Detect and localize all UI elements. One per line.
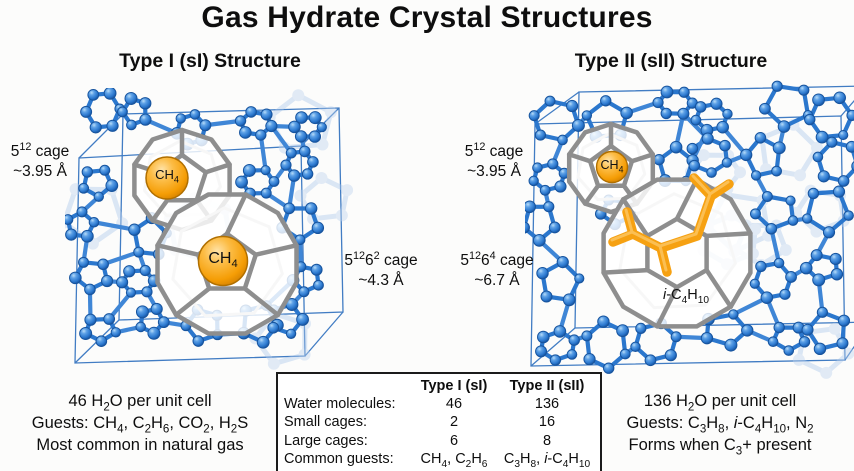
row-type2-value: 16 [538, 414, 556, 431]
type2-large-cage-guest-molecule [608, 173, 734, 277]
type2-summary-line: Guests: C3H8, i-C4H10, N2 [626, 414, 814, 436]
row-type1-value: CH4, C2H6 [420, 450, 488, 470]
row-label: Water molecules: [284, 396, 396, 413]
figure-title: Gas Hydrate Crystal Structures [201, 1, 653, 34]
type2-large-guest-label: i-C4H10 [663, 287, 709, 306]
table-row: Small cages: 2 16 [284, 413, 596, 431]
row-type1-value: 46 [445, 396, 463, 413]
row-type1-value: 2 [449, 414, 459, 431]
type1-small-guest-label: CH4 [155, 167, 179, 185]
type1-large-cage-guest-sphere [197, 235, 249, 287]
row-label: Large cages: [284, 432, 368, 449]
type2-small-cage-label: 512 cage~3.95 Å [464, 140, 524, 180]
type2-summary-line: 136 H2O per unit cell [643, 392, 797, 414]
table-row: Large cages: 6 8 [284, 432, 596, 450]
header-blank [284, 377, 410, 395]
row-label: Small cages: [284, 414, 368, 431]
type1-small-cage-label: 512 cage~3.95 Å [10, 140, 70, 180]
type2-structure-image [525, 80, 854, 379]
comparison-table: Type I (sI) Type II (sII) Water molecule… [276, 372, 602, 471]
type1-subtitle: Type I (sI) Structure [119, 50, 301, 72]
table-header-row: Type I (sI) Type II (sII) [284, 377, 596, 395]
type2-small-guest-label: CH4 [600, 158, 624, 175]
type1-large-cage-label: 51262 cage~4.3 Å [344, 249, 418, 289]
type2-summary-line: Forms when C3+ present [628, 436, 812, 458]
header-type1: Type I (sI) [420, 378, 488, 394]
type1-large-guest-label: CH4 [208, 250, 238, 271]
type2-summary: 136 H2O per unit cell Guests: C3H8, i-C4… [594, 390, 846, 458]
type2-large-cage-label: 51264 cage~6.7 Å [460, 249, 534, 289]
table-row: Common guests: CH4, C2H6 C3H8, i-C4H10 [284, 450, 596, 470]
type1-summary-line: 46 H2O per unit cell [68, 392, 212, 414]
row-type2-value: 8 [542, 432, 552, 449]
type1-summary-line: Most common in natural gas [36, 436, 244, 454]
row-type1-value: 6 [449, 432, 459, 449]
type1-summary-line: Guests: CH4, C2H6, CO2, H2S [31, 414, 249, 436]
type1-summary: 46 H2O per unit cell Guests: CH4, C2H6, … [14, 390, 266, 456]
type2-small-cage-guest-sphere [595, 150, 629, 184]
type1-small-cage-guest-sphere [145, 156, 189, 200]
row-type2-value: 136 [534, 396, 560, 413]
header-type2: Type II (sII) [509, 378, 585, 394]
row-type2-value: C3H8, i-C4H10 [503, 450, 591, 470]
row-label: Common guests: [284, 450, 394, 467]
type1-structure-image [65, 88, 354, 370]
type2-subtitle: Type II (sII) Structure [574, 50, 768, 72]
table-row: Water molecules: 46 136 [284, 395, 596, 413]
